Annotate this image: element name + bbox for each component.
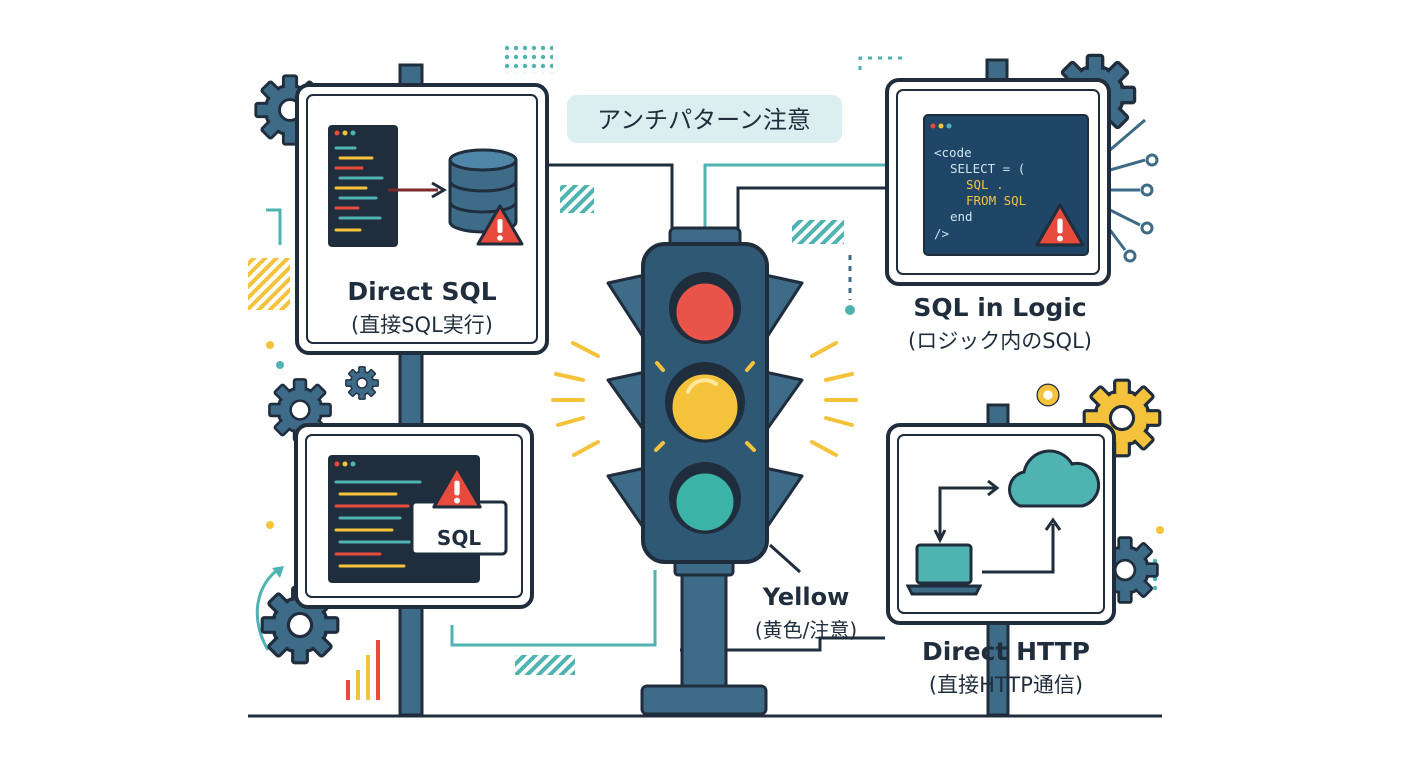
gear-icon — [345, 366, 379, 400]
code-window-icon: <code SELECT = ( SQL . FROM SQL end /> — [923, 114, 1089, 256]
green-light — [669, 462, 741, 534]
gear-icon — [1036, 383, 1060, 407]
sign-label: SQL in Logic — [913, 293, 1086, 322]
red-light — [669, 272, 741, 344]
traffic-light: Yellow (黄色/注意) — [551, 226, 858, 716]
connector-lines — [450, 163, 885, 652]
glow-rays — [551, 341, 858, 457]
sign-direct-sql: Direct SQL (直接SQL実行) — [295, 63, 549, 717]
gear-icon — [1082, 378, 1162, 458]
sign-embedded-sql: SQL — [294, 423, 534, 609]
code-line: SELECT = ( — [950, 161, 1025, 176]
sql-badge: SQL — [437, 526, 481, 550]
sign-direct-http: Direct HTTP (直接HTTP通信) — [886, 403, 1116, 717]
code-line: /> — [934, 226, 949, 241]
page-title: アンチパターン注意 — [597, 106, 811, 134]
code-line: SQL . — [966, 177, 1004, 192]
code-line: <code — [934, 145, 972, 160]
sign-label: Direct HTTP — [922, 637, 1090, 666]
sign-sublabel: (ロジック内のSQL) — [908, 329, 1092, 353]
cloud-icon — [1008, 449, 1101, 508]
sign-sublabel: (直接HTTP通信) — [929, 673, 1083, 697]
sign-label: Direct SQL — [347, 277, 496, 306]
code-line: FROM SQL — [966, 193, 1026, 208]
circuit-icon — [1108, 118, 1159, 263]
laptop-icon — [905, 543, 983, 596]
sign-sublabel: (直接SQL実行) — [351, 313, 493, 337]
code-window-icon — [328, 125, 398, 247]
light-label: Yellow — [762, 583, 850, 611]
title-banner: アンチパターン注意 — [567, 95, 842, 143]
yellow-light — [665, 362, 745, 443]
light-sublabel: (黄色/注意) — [755, 618, 857, 642]
sign-sql-in-logic: <code SELECT = ( SQL . FROM SQL end /> S… — [885, 58, 1111, 353]
code-line: end — [950, 209, 973, 224]
